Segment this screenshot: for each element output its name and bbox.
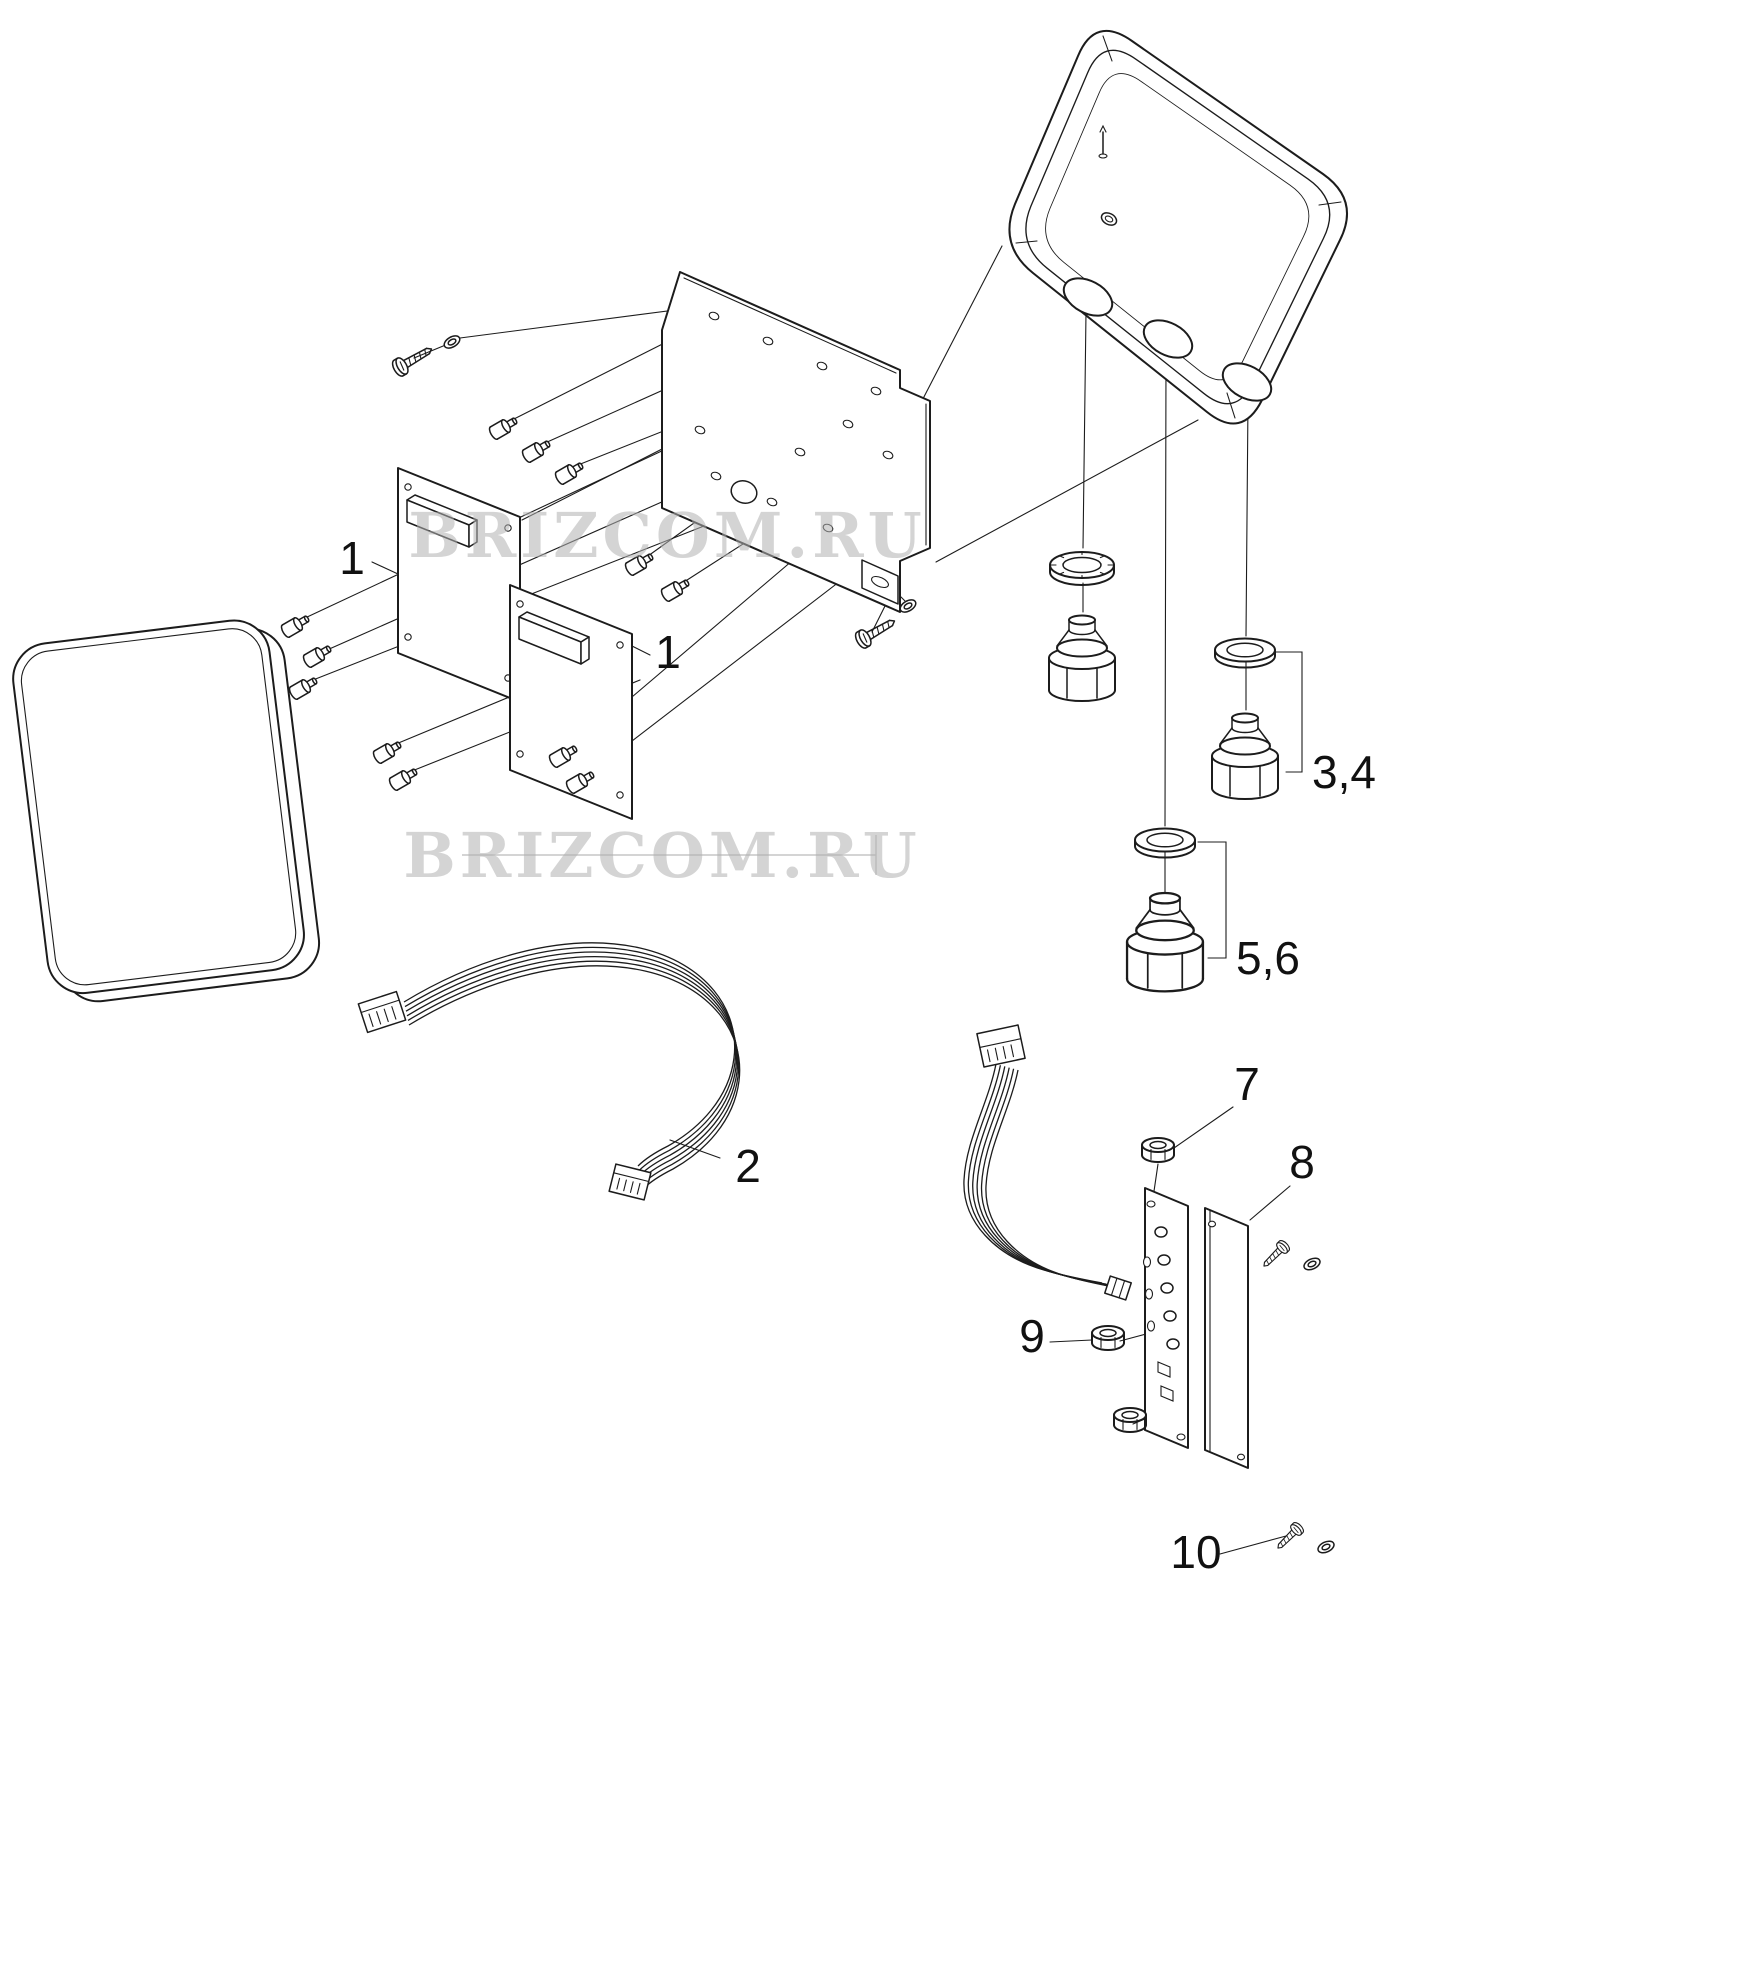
mounting-plate <box>661 271 931 613</box>
ribbon-cable <box>357 942 741 1201</box>
label-ribbon-cable: 2 <box>735 1140 761 1192</box>
label-nut-9: 9 <box>1019 1310 1045 1362</box>
label-gland-5-6: 5,6 <box>1236 932 1300 984</box>
pcb-board-a <box>397 467 521 703</box>
connector-bracket <box>1142 1187 1189 1449</box>
locknut-stack <box>1048 551 1116 702</box>
cable-connector-end <box>1104 1275 1132 1301</box>
cover-plate-screws-10 <box>1272 1520 1337 1556</box>
label-pcb-b: 1 <box>655 626 681 678</box>
label-gland-3-4: 3,4 <box>1312 746 1376 798</box>
label-leaders <box>371 561 1303 1555</box>
ribbon-strands <box>403 942 741 1190</box>
cable-strands <box>963 1063 1125 1290</box>
plate-holes <box>694 311 894 533</box>
label-pcb-a: 1 <box>339 532 365 584</box>
ribbon-connector-right <box>608 1163 652 1201</box>
knockout-holes <box>1062 277 1273 402</box>
blank-cover-plate <box>1204 1207 1249 1469</box>
pcb-a-connector <box>406 494 478 548</box>
boss-hole <box>1100 212 1118 226</box>
watermark-text-2: BRIZCOM.RU <box>403 819 920 892</box>
gland-stack-3-4 <box>1211 637 1279 800</box>
label-plate-8: 8 <box>1289 1136 1315 1188</box>
front-cover <box>12 619 321 1003</box>
boss-pin <box>1098 124 1108 159</box>
label-screws-10: 10 <box>1170 1526 1221 1578</box>
cover-plate-screws-8 <box>1258 1238 1323 1273</box>
label-nut-7: 7 <box>1234 1058 1260 1110</box>
watermark-text-1: BRIZCOM.RU <box>408 499 925 572</box>
connector-cable <box>963 1024 1132 1301</box>
pcb-board-b <box>509 584 633 820</box>
ribbon-connector-left <box>357 990 407 1034</box>
cable-connector-top <box>976 1024 1026 1068</box>
enclosure-box <box>1008 30 1348 425</box>
pcb-b-connector <box>518 611 590 665</box>
plate-flange <box>861 559 899 605</box>
